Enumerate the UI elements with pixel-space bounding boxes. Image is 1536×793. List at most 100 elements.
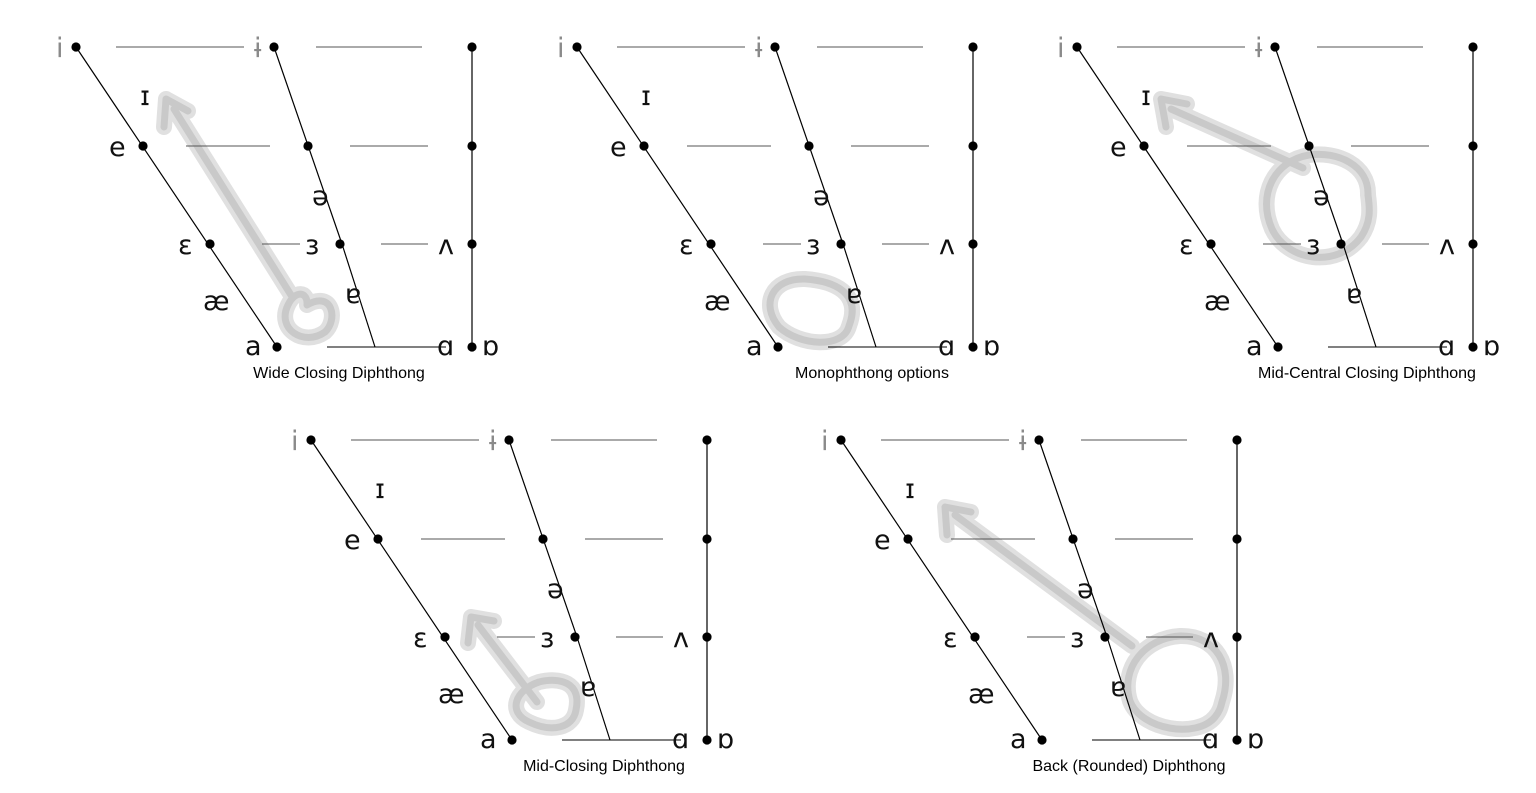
central-edge-lower [1342, 243, 1377, 348]
vowel-symbol-schwa: ə [813, 181, 830, 212]
vowel-symbol-close-mid-front: e [1110, 132, 1127, 163]
vowel-symbol-open-mid-front: ɛ [679, 230, 694, 261]
vowel-symbol-open-mid-front: ɛ [178, 230, 193, 261]
vowel-symbol-open-front: a [480, 724, 497, 755]
vowel-symbol-close-front: i [291, 426, 299, 457]
vowel-symbol-schwa: ə [1313, 181, 1330, 212]
vowel-dot [272, 342, 282, 352]
vowel-symbol-open-back: ɑ [1202, 724, 1219, 755]
vowel-symbol-open-back-rounded: ɒ [482, 331, 499, 362]
central-edge-lower [341, 243, 376, 348]
vowel-dot [1139, 141, 1149, 151]
vowel-symbol-close-central: ɨ [254, 33, 262, 64]
vowel-symbol-open-mid-front: ɛ [413, 623, 428, 654]
front-edge [1076, 46, 1279, 348]
vowel-dot [504, 435, 514, 445]
vowel-symbol-open-back: ɑ [938, 331, 955, 362]
vowel-symbol-close-front: i [1057, 33, 1065, 64]
vowel-trace-arrow [460, 609, 585, 736]
vowel-dot [968, 342, 978, 352]
vowel-symbol-near-close: ɪ [905, 474, 915, 505]
vowel-symbol-open-back: ɑ [1438, 331, 1455, 362]
vowel-symbol-near-open-central: ɐ [345, 279, 361, 310]
panel-caption: Back (Rounded) Diphthong [1032, 758, 1225, 775]
vowel-dot [538, 534, 548, 544]
front-edge [75, 46, 278, 348]
vowel-symbol-open-back: ɑ [437, 331, 454, 362]
vowel-dot [1468, 342, 1478, 352]
vowel-symbol-open-back: ɑ [672, 724, 689, 755]
vowel-dot [1232, 735, 1242, 745]
vowel-dot [836, 239, 846, 249]
vowel-symbol-close-mid-front: e [874, 525, 891, 556]
vowel-dot [804, 141, 814, 151]
vowel-dot [639, 141, 649, 151]
vowel-symbol-open-mid-central: ɜ [1070, 623, 1084, 654]
vowel-trace-arrow [937, 499, 1234, 738]
vowel-symbol-open-mid-back: ʌ [673, 623, 689, 654]
vowel-symbol-close-central: ɨ [1255, 33, 1263, 64]
vowel-dot [770, 42, 780, 52]
vowel-dot [467, 342, 477, 352]
vowel-dot [467, 239, 477, 249]
vowel-symbol-near-close: ɪ [1141, 81, 1151, 112]
vowel-dot [968, 141, 978, 151]
vowel-dot [306, 435, 316, 445]
vowel-symbol-open-mid-central: ɜ [1306, 230, 1320, 261]
vowel-trace-arrow [156, 91, 340, 346]
vowel-symbol-schwa: ə [312, 181, 329, 212]
vowel-dot [1270, 42, 1280, 52]
vowel-dot [138, 141, 148, 151]
vowel-dot [968, 42, 978, 52]
vowel-dot [1068, 534, 1078, 544]
vowel-dot [702, 632, 712, 642]
vowel-dot [205, 239, 215, 249]
vowel-symbol-near-open-front: æ [968, 679, 995, 710]
vowel-symbol-open-front: a [1010, 724, 1027, 755]
central-edge-lower [576, 636, 611, 741]
vowel-dot [1232, 435, 1242, 445]
vowel-symbol-close-mid-front: e [610, 132, 627, 163]
vowel-symbol-near-open-front: æ [203, 286, 230, 317]
vowel-symbol-open-mid-front: ɛ [1179, 230, 1194, 261]
vowel-dot [903, 534, 913, 544]
vowel-dot [467, 42, 477, 52]
vowel-symbol-close-front: i [821, 426, 829, 457]
front-edge [576, 46, 779, 348]
vowel-symbol-open-back-rounded: ɒ [1247, 724, 1264, 755]
vowel-symbol-close-mid-front: e [344, 525, 361, 556]
vowel-dot [1232, 632, 1242, 642]
vowel-symbol-near-open-front: æ [1204, 286, 1231, 317]
vowel-dot [1468, 141, 1478, 151]
vowel-dot [303, 141, 313, 151]
vowel-dot [71, 42, 81, 52]
vowel-dot [1273, 342, 1283, 352]
vowel-dot [773, 342, 783, 352]
vowel-symbol-open-front: a [746, 331, 763, 362]
vowel-symbol-close-central: ɨ [755, 33, 763, 64]
front-edge [310, 439, 513, 741]
vowel-symbol-open-back-rounded: ɒ [717, 724, 734, 755]
vowel-dot [1468, 42, 1478, 52]
vowel-symbol-open-back-rounded: ɒ [983, 331, 1000, 362]
vowel-dot [1232, 534, 1242, 544]
vowel-dot [702, 534, 712, 544]
vowel-dot [836, 435, 846, 445]
vowel-symbol-open-front: a [245, 331, 262, 362]
vowel-dot [1468, 239, 1478, 249]
vowel-symbol-close-central: ɨ [1019, 426, 1027, 457]
vowel-dot [467, 141, 477, 151]
vowel-symbol-open-mid-front: ɛ [943, 623, 958, 654]
panel-caption: Mid-Closing Diphthong [523, 758, 685, 775]
vowel-symbol-near-close: ɪ [375, 474, 385, 505]
vowel-dot [1100, 632, 1110, 642]
front-edge [840, 439, 1043, 741]
vowel-dot [706, 239, 716, 249]
panel-caption: Wide Closing Diphthong [253, 365, 425, 382]
vowel-dot [373, 534, 383, 544]
